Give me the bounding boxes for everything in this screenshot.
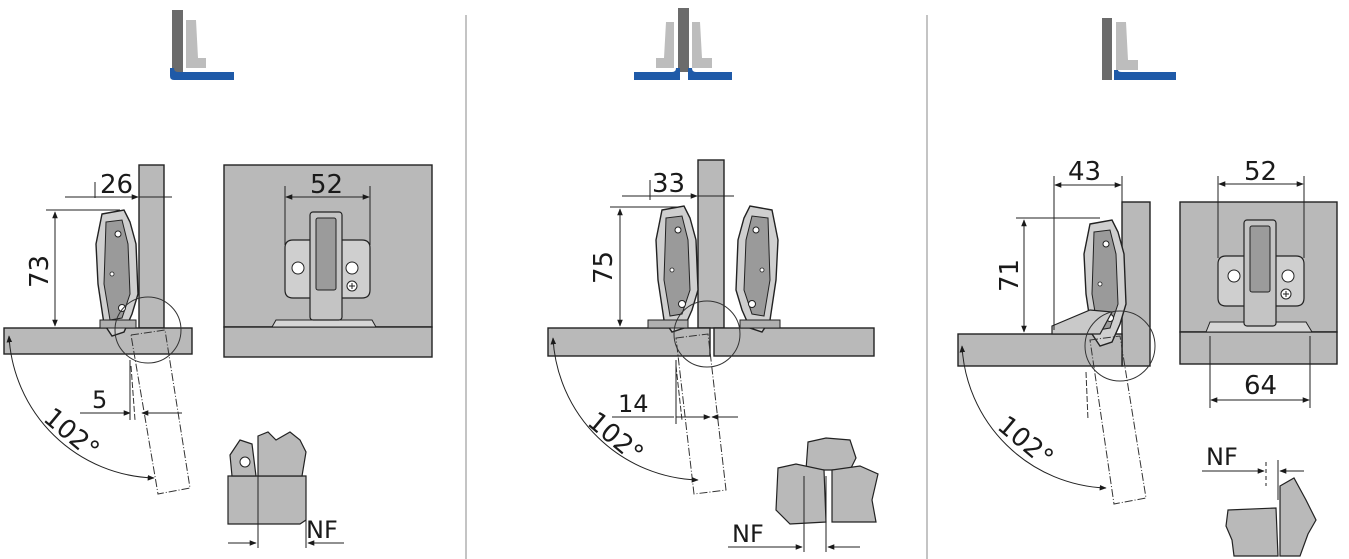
overlay-icon-2	[634, 8, 732, 80]
hinge-2b	[735, 205, 779, 333]
angle-arc-1	[6, 335, 155, 481]
dim-height-2: 75	[589, 251, 619, 284]
front-view-1	[223, 164, 433, 358]
panel-3: 43 71 102° 52 64	[957, 18, 1338, 557]
dim-height-3: 71	[995, 259, 1025, 292]
dim-gap-1: 5	[92, 386, 107, 414]
dim-plate-width-3: 52	[1244, 157, 1277, 187]
hinge-1	[95, 209, 139, 337]
open-door-2	[675, 333, 727, 495]
open-door-3	[1089, 335, 1147, 505]
nf-detail-2	[728, 437, 879, 552]
dim-height-1: 73	[25, 255, 55, 288]
front-view-3	[1179, 201, 1338, 365]
door-2a	[547, 327, 711, 357]
cabinet-side-3	[1121, 201, 1151, 367]
dim-nf-3: NF	[1206, 443, 1238, 471]
overlay-icon-1	[170, 10, 234, 80]
detail-circle-2	[673, 300, 741, 368]
dim-plate-bottom-3: 64	[1244, 371, 1277, 401]
nf-detail-3	[1202, 460, 1317, 557]
dim-top-width-1: 26	[100, 170, 133, 200]
panel-1: 26 73 5 102° 52	[3, 10, 433, 548]
hinge-cup-1	[99, 319, 137, 329]
cabinet-side-2	[697, 159, 725, 329]
cabinet-side-1	[138, 164, 165, 329]
dim-top-width-3: 43	[1068, 157, 1101, 187]
dim-top-width-2: 33	[652, 169, 685, 199]
dim-gap-2: 14	[618, 390, 649, 418]
door-2b	[713, 327, 875, 357]
dim-angle-3: 102°	[992, 410, 1059, 473]
panel-2: 33 75 14 102° NF	[547, 8, 879, 552]
nf-detail-1	[227, 431, 344, 548]
hinge-2a	[655, 205, 699, 333]
dim-nf-2: NF	[732, 520, 764, 548]
angle-arc-2	[550, 337, 699, 483]
dim-plate-width-1: 52	[310, 170, 343, 200]
angle-arc-3	[959, 345, 1107, 491]
dim-nf-1: NF	[306, 516, 338, 544]
door-1	[3, 327, 193, 355]
overlay-icon-3	[1102, 18, 1176, 80]
